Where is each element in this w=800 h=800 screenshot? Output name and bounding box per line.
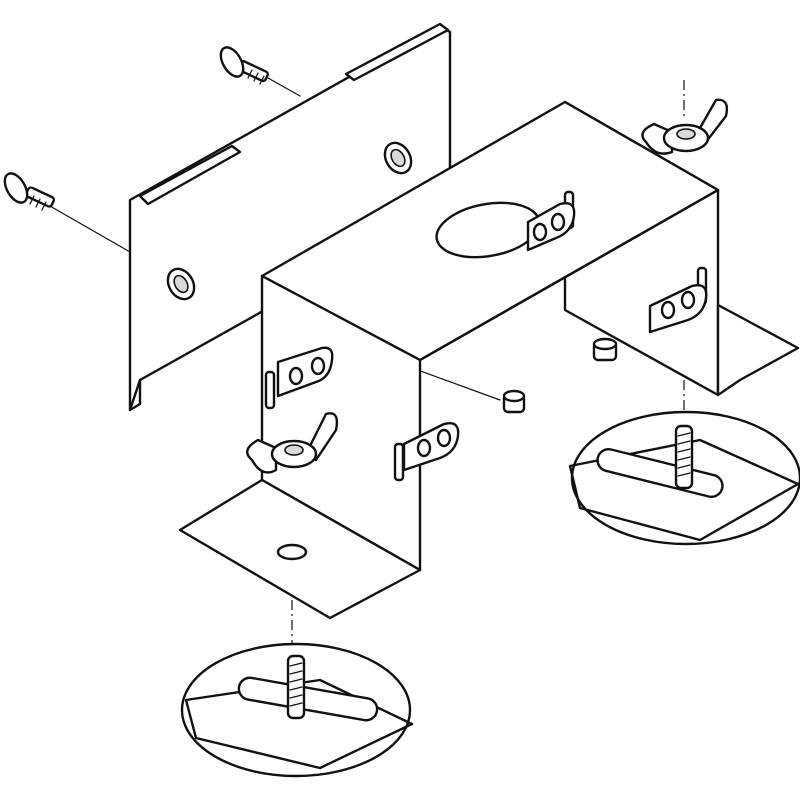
u-bracket-top-edge (418, 188, 720, 362)
u-bracket (178, 100, 800, 620)
u-bracket-right-foot (716, 303, 800, 397)
detail-inset-left-threads (289, 662, 303, 707)
clip-left-hole-2 (310, 356, 326, 376)
axis-line-upper-screw (267, 77, 301, 97)
screw-upper-threads (247, 69, 265, 85)
wing-nut-right-wing-2 (698, 98, 729, 144)
screw-upper (219, 46, 269, 85)
detail-inset-right-threads (677, 432, 691, 477)
mounting-plate-flange-left (138, 144, 242, 206)
slot-front (393, 442, 405, 482)
spacer-front (502, 389, 526, 414)
spacer-front-top (502, 389, 526, 403)
foot-hole-left (276, 543, 308, 561)
wing-nut-left-bore (284, 444, 304, 456)
spacer-back-top (592, 337, 618, 351)
clip-left-hole-1 (288, 366, 304, 386)
clip-right-hole-2 (680, 290, 696, 310)
clip-right (648, 284, 708, 334)
screw-lower-head (3, 172, 29, 204)
screw-upper-head (219, 46, 245, 78)
mounting-plate (128, 22, 452, 412)
screw-lower-threads (29, 195, 47, 211)
plate-hole-lower-inner (173, 274, 189, 294)
wing-nut-right-bore (676, 128, 696, 140)
mounting-plate-flange-right (344, 22, 450, 82)
axis-line-lower-screw (49, 205, 131, 253)
clip-front-hole-2 (436, 428, 452, 448)
mounting-plate-edge (128, 378, 142, 412)
spacer-back (592, 337, 618, 362)
detail-inset-left (180, 642, 414, 778)
clip-right-hole-1 (660, 300, 676, 320)
wing-nut-right (641, 98, 729, 155)
detail-inset-left-slot (237, 676, 379, 722)
wing-nut-left-wing-2 (308, 412, 339, 462)
clip-back (526, 202, 576, 252)
screw-lower (3, 172, 56, 211)
wing-nut-left (246, 412, 339, 474)
clip-front-hole-1 (416, 438, 432, 458)
clip-left (276, 346, 334, 398)
detail-inset-right (568, 410, 800, 546)
plate-hole-upper-inner (390, 148, 406, 168)
slot-left (264, 370, 276, 410)
clip-back-hole-2 (550, 212, 566, 232)
clip-back-hole-1 (532, 222, 548, 242)
clip-front (402, 422, 460, 472)
